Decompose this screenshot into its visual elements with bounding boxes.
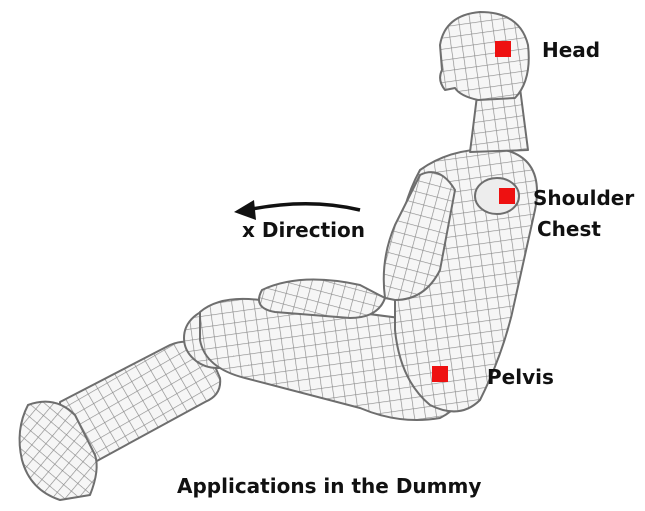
pelvis-sensor-marker — [432, 366, 448, 382]
x-direction-arrow — [234, 200, 360, 220]
label-pelvis: Pelvis — [487, 367, 554, 387]
dummy-figure — [20, 12, 537, 500]
dummy-head — [440, 12, 529, 100]
label-shoulder: Shoulder — [533, 188, 634, 208]
dummy-forearm — [259, 280, 385, 318]
figure-caption: Applications in the Dummy — [177, 476, 481, 496]
head-sensor-marker — [495, 41, 511, 57]
shoulder-sensor-marker — [499, 188, 515, 204]
label-head: Head — [542, 40, 600, 60]
label-chest: Chest — [537, 219, 601, 239]
x-direction-label: x Direction — [242, 220, 365, 240]
